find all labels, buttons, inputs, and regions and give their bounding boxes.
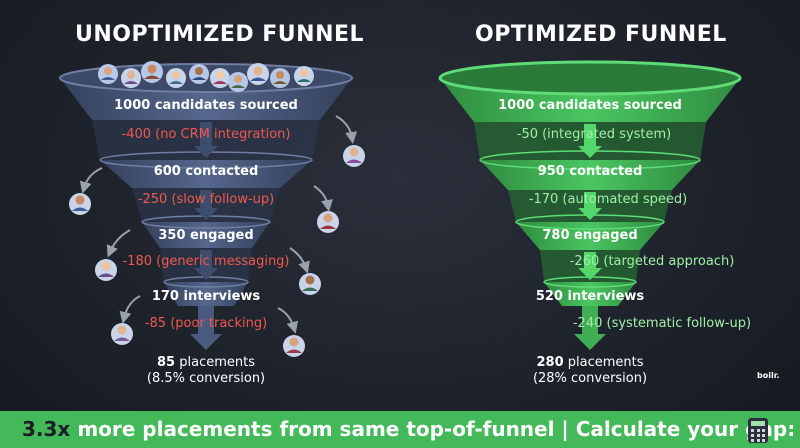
person-avatar-icon [95,259,117,281]
person-avatar-icon [299,273,321,295]
curved-arrow-icon [277,307,299,334]
left-loss-4: -85 (poor tracking) [144,316,268,331]
left-panel-title: UNOPTIMIZED FUNNEL [75,22,365,47]
person-avatar-icon [141,61,163,83]
right-stage-sourced: 1000 candidates sourced [498,98,682,113]
left-stage-contacted: 600 contacted [153,164,259,179]
right-loss-4: -240 (systematic follow-up) [572,316,752,331]
left-funnel-band [142,222,270,248]
person-avatar-icon [270,68,290,88]
left-loss-3: -180 (generic messaging) [122,254,290,269]
person-avatar-icon [283,335,305,357]
banner-message: more placements from same top-of-funnel … [77,417,796,441]
brand-logo: boilr. [757,371,780,380]
left-stage-sourced: 1000 candidates sourced [114,98,298,113]
right-funnel [438,60,742,350]
left-conversion: (8.5% conversion) [146,371,266,386]
left-funnel-band [164,282,248,306]
curved-arrow-icon [313,185,333,212]
banner-highlight: 3.3x [22,417,71,441]
left-final-result: 85 placements (8.5% conversion) [146,355,266,386]
left-center-arrow [190,306,222,350]
person-avatar-icon [189,64,209,84]
left-stage-engaged: 350 engaged [158,228,254,243]
person-avatar-icon [247,63,269,85]
person-avatar-icon [111,323,133,345]
arrow-down-icon [578,192,602,220]
right-stage-interviews: 520 interviews [535,289,645,304]
person-avatar-icon [343,145,365,167]
right-loss-2: -170 (automated speed) [528,192,688,207]
left-loss-1: -400 (no CRM integration) [121,127,291,142]
calculator-icon [748,418,768,443]
arrow-down-icon [578,252,602,280]
curved-arrow-icon [289,247,310,274]
right-funnel-rim [438,60,742,96]
left-stage-interviews: 170 interviews [151,289,261,304]
right-loss-1: -50 (integrated system) [516,127,672,142]
right-funnel-band [516,222,664,250]
person-avatar-icon [98,64,118,84]
curved-arrow-icon [119,295,141,324]
person-avatar-icon [121,68,141,88]
right-stage-contacted: 950 contacted [537,164,643,179]
dropped-avatars [69,145,365,357]
person-avatar-icon [317,211,339,233]
arrow-down-icon [194,122,218,158]
right-stage-engaged: 780 engaged [542,228,638,243]
right-conversion: (28% conversion) [532,371,648,386]
right-center-arrow [574,306,606,350]
left-loss-2: -250 (slow follow-up) [137,192,275,207]
person-avatar-icon [210,68,230,88]
arrow-down-icon [194,190,218,220]
banner-text: 3.3x more placements from same top-of-fu… [22,417,795,441]
curved-arrow-icon [79,167,103,194]
right-loss-3: -260 (targeted approach) [569,254,735,269]
person-avatar-icon [228,72,248,92]
person-avatar-icon [69,193,91,215]
right-final-result: 280 placements (28% conversion) [532,355,648,386]
person-avatar-icon [166,68,186,88]
curved-arrow-icon [106,229,131,258]
curved-arrow-icon [335,115,358,144]
person-avatar-icon [294,66,314,86]
dropoff-arrows [79,115,358,334]
candidate-avatars [98,61,314,92]
right-panel-title: OPTIMIZED FUNNEL [475,22,727,47]
bottom-banner: 3.3x more placements from same top-of-fu… [0,411,800,448]
arrow-down-icon [194,250,218,280]
arrow-down-icon [578,124,602,158]
right-funnel-band [544,282,636,306]
